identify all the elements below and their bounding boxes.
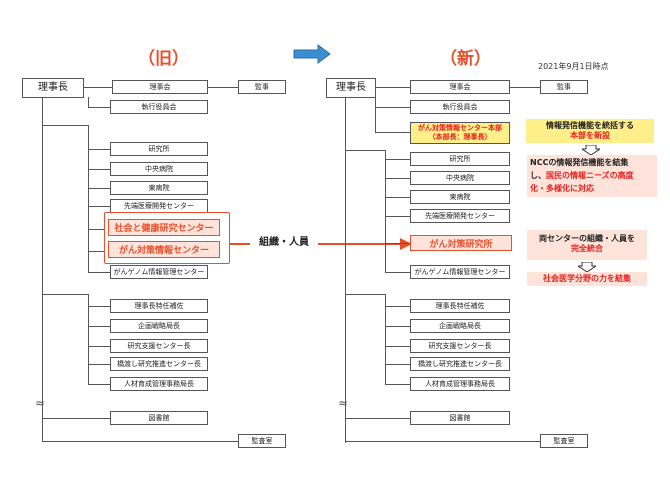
down-arrow-icon	[578, 262, 596, 272]
old-bridge-box: 橋渡し研究推進センター長	[110, 357, 208, 371]
ncc-note-line2b: 国民の情報ニーズの高度	[546, 171, 634, 180]
hq-note: 情報発信機能を統括する 本部を新設	[526, 119, 654, 143]
new-research-inst-box: 研究所	[410, 152, 510, 166]
transfer-label: 組織・人員	[250, 235, 318, 251]
old-rsc-box: 研究支援センター長	[110, 339, 208, 353]
old-assistant-box: 理事長特任補佐	[110, 299, 208, 313]
new-c-cat-box: がんゲノム情報管理センター	[410, 265, 510, 279]
hq-note-line2: 本部を新設	[570, 131, 610, 140]
right-arrow-icon	[293, 44, 331, 64]
new-hq-box: がん対策情報センター本部 （本部長：理事長）	[410, 122, 510, 144]
old-merge-group	[104, 212, 230, 264]
ncc-note-line1: NCCの情報発信機能を結集	[530, 158, 629, 167]
new-epoc-box: 先端医療開発センター	[410, 209, 510, 223]
ncc-note: NCCの情報発信機能を結集 し、国民の情報ニーズの高度 化・多様化に対応	[527, 155, 657, 197]
merge-note-line1: 両センターの組織・人員を	[539, 234, 635, 243]
new-root-box: 理事長	[326, 78, 376, 98]
merge-note-line2: 完全統合	[571, 244, 603, 253]
old-board-box: 理事会	[112, 80, 208, 94]
old-research-inst-box: 研究所	[110, 142, 208, 156]
break-mark: ≈	[35, 396, 45, 410]
old-epoc-box: 先端医療開発センター	[110, 199, 208, 213]
new-hr-box: 人材育成管理事務局長	[410, 377, 510, 391]
old-exec-box: 執行役員会	[110, 100, 208, 114]
new-board-box: 理事会	[410, 80, 510, 94]
new-strategy-box: 企画戦略局長	[410, 319, 510, 333]
old-strategy-box: 企画戦略局長	[110, 319, 208, 333]
old-east-hospital-box: 東病院	[110, 181, 208, 195]
old-root-box: 理事長	[22, 78, 84, 98]
break-mark: ≈	[338, 396, 348, 410]
new-ccr-box: がん対策研究所	[410, 235, 512, 251]
new-east-hospital-box: 東病院	[410, 190, 510, 204]
new-library-box: 図書館	[410, 411, 510, 425]
new-bridge-box: 橋渡し研究推進センター長	[410, 357, 510, 371]
new-assistant-box: 理事長特任補佐	[410, 299, 510, 313]
old-auditor-box: 監事	[238, 80, 286, 94]
ncc-note-line3: 化・多様化に対応	[530, 184, 594, 193]
old-cic-box: がん対策情報センター	[108, 241, 220, 258]
old-hr-box: 人材育成管理事務局長	[110, 377, 208, 391]
new-hq-title: がん対策情報センター本部	[418, 124, 502, 132]
transfer-arrowhead-icon	[400, 238, 412, 250]
new-auditor-box: 監事	[540, 80, 588, 94]
new-central-hospital-box: 中央病院	[410, 171, 510, 185]
merge-note: 両センターの組織・人員を 完全統合	[527, 230, 647, 260]
new-rsc-box: 研究支援センター長	[410, 339, 510, 353]
date-label: 2021年9月1日時点	[538, 62, 609, 71]
new-audit-office-box: 監査室	[540, 434, 588, 448]
old-library-box: 図書館	[110, 411, 208, 425]
ncc-note-line2a: し、	[530, 171, 546, 180]
new-hq-subtitle: （本部長：理事長）	[428, 133, 492, 141]
old-central-hospital-box: 中央病院	[110, 162, 208, 176]
hq-note-line1: 情報発信機能を統括する	[546, 121, 634, 130]
new-heading: （新）	[440, 49, 491, 69]
old-heading: （旧）	[138, 49, 189, 69]
old-audit-office-box: 監査室	[238, 434, 286, 448]
down-arrow-icon	[582, 145, 600, 155]
new-exec-box: 執行役員会	[410, 100, 510, 114]
old-ph-center-box: 社会と健康研究センター	[108, 219, 220, 236]
old-c-cat-box: がんゲノム情報管理センター	[110, 265, 208, 279]
merge-result-note: 社会医学分野の力を結集	[527, 272, 647, 286]
